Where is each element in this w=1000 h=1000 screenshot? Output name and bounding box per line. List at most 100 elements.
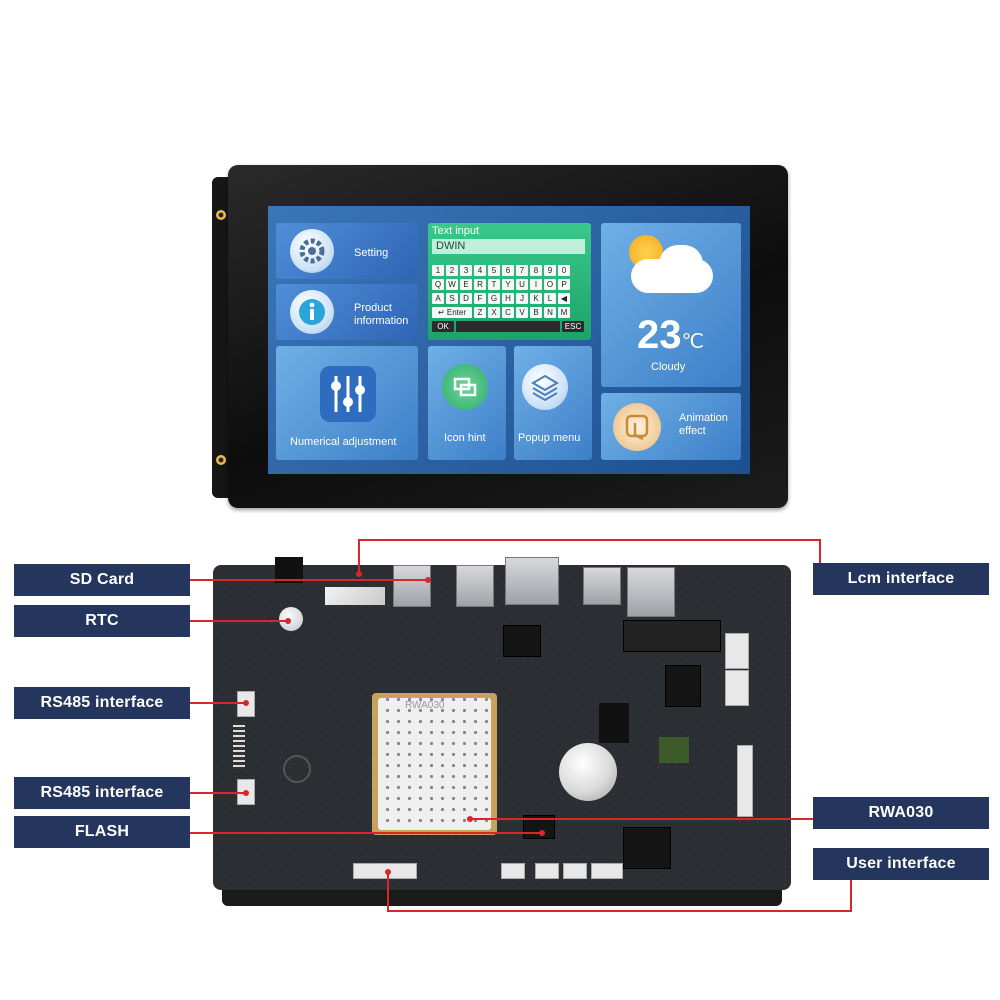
hdmi-port [583,567,621,605]
rs485-top-leader [190,702,246,704]
number-key: 1 [432,265,444,276]
number-key: 5 [488,265,500,276]
rs485-interface-label-top: RS485 interface [14,687,190,719]
rwa030-leader-dot [467,816,473,822]
keyboard-row-bottom: OK ESC [432,321,584,332]
number-key: 0 [558,265,570,276]
letter-key: G [488,293,500,304]
m2-slot [623,620,721,652]
number-key: 9 [544,265,556,276]
animation-effect-tile: Animation effect [601,393,741,460]
lcm-leader-down [358,539,360,575]
user-interface-label: User interface [813,848,989,880]
letter-key: X [488,307,500,318]
icon-hint-label: Icon hint [444,432,486,444]
sim-card-slot [627,567,675,617]
letter-key: Q [432,279,444,290]
numerical-adjustment-tile: Numerical adjustment [276,346,418,460]
product-information-tile: Product information [276,284,418,340]
setting-label: Setting [354,247,389,259]
rtc-leader-dot [285,618,291,624]
touch-hand-icon [613,403,661,451]
product-label-line1: Product [354,302,392,314]
mounting-screw-icon [216,210,226,220]
windows-icon [442,364,488,410]
letter-key: L [544,293,556,304]
letter-key: I [530,279,542,290]
temperature-value: 23 [637,313,682,357]
rwa030-module-text: RWA030 [405,700,445,711]
rs485-bottom-leader [190,792,246,794]
letter-key: S [446,293,458,304]
bottom-connector [591,863,623,879]
inductor [659,737,689,763]
letter-key: T [488,279,500,290]
bottom-connector [563,863,587,879]
coin-battery [559,743,617,801]
letter-key: P [558,279,570,290]
sd-card-leader [190,579,428,581]
number-key: 6 [502,265,514,276]
letter-key: K [530,293,542,304]
lcm-leader-right [819,539,821,563]
letter-key: H [502,293,514,304]
sd-card-leader-dot [425,577,431,583]
letter-key: U [516,279,528,290]
rtc-leader [190,620,288,622]
letter-key: E [460,279,472,290]
sd-card-slot [325,587,385,605]
rwa030-shield [378,698,491,830]
rtc-crystal [279,607,303,631]
ethernet-port [505,557,559,605]
audio-jack [275,557,303,583]
weather-condition: Cloudy [651,361,686,373]
info-icon [290,290,334,334]
letter-key: ◀ [558,293,570,304]
ic-chip [503,625,541,657]
popup-menu-tile: Popup menu [514,346,592,460]
right-connector-2 [725,670,749,706]
flash-leader-dot [539,830,545,836]
letter-key: F [474,293,486,304]
letter-key: V [516,307,528,318]
bottom-connector [501,863,525,879]
pin-header [233,725,245,769]
rs485-bottom-leader-dot [243,790,249,796]
ic-chip [665,665,701,707]
lcm-interface-label: Lcm interface [813,563,989,595]
user-interface-leader-bottom [387,910,852,912]
esc-key: ESC [562,321,584,332]
user-interface-leader-up [387,872,389,912]
number-key: 2 [446,265,458,276]
rs485-interface-label-bottom: RS485 interface [14,777,190,809]
lcm-leader-top [358,539,821,541]
rwa030-label: RWA030 [813,797,989,829]
mounting-screw-icon [216,455,226,465]
circuit-board [213,557,791,890]
popup-menu-label: Popup menu [518,432,581,444]
display-screen: Setting Product information Text input D… [268,206,750,474]
flash-leader [190,832,542,834]
number-key: 7 [516,265,528,276]
number-key: 3 [460,265,472,276]
right-connector-1 [725,633,749,669]
usb-port-2 [456,565,494,607]
number-key: 4 [474,265,486,276]
cloud-puff [659,245,703,283]
letter-key: O [544,279,556,290]
letter-key: Y [502,279,514,290]
letter-key: D [460,293,472,304]
sd-card-label: SD Card [14,564,190,596]
letter-key: B [530,307,542,318]
letter-key: W [446,279,458,290]
lcm-leader-dot [356,571,362,577]
enter-key: ↵ Enter [432,307,472,318]
ok-key: OK [432,321,454,332]
letter-key: Z [474,307,486,318]
setting-tile: Setting [276,223,418,279]
